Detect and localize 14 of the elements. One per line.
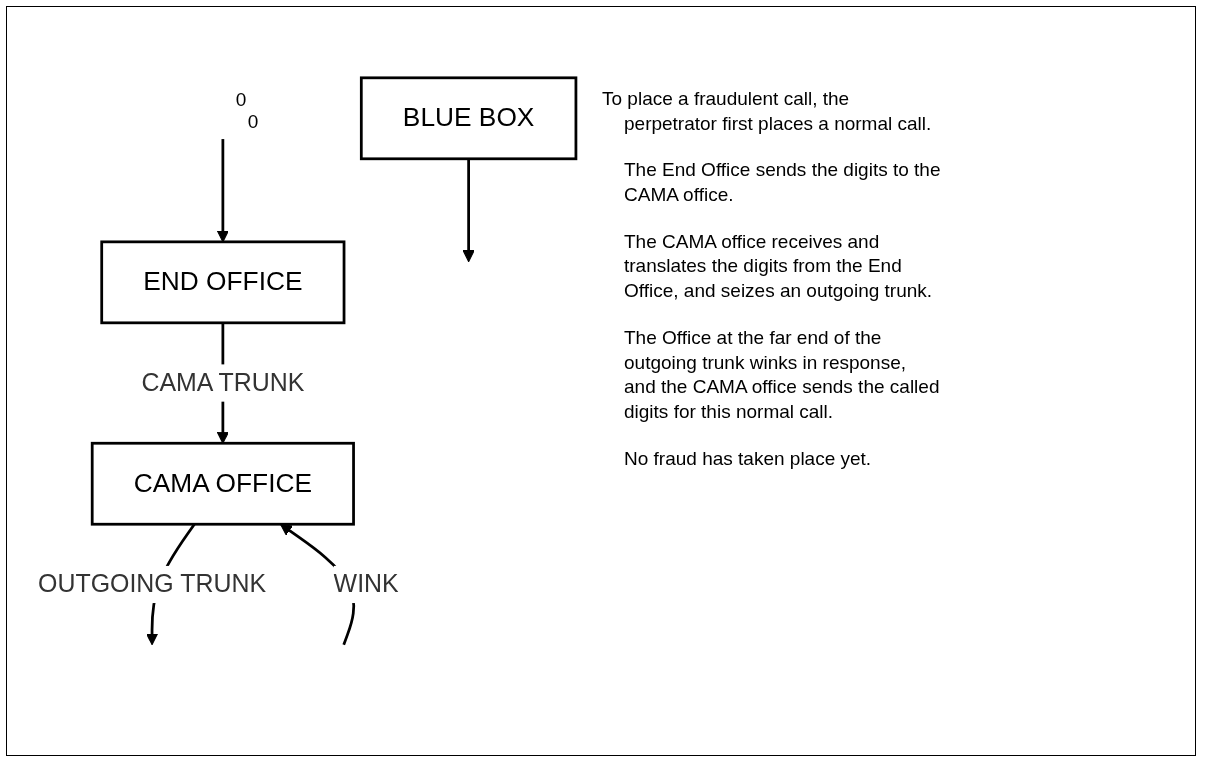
note-paragraph: The End Office sends the digits to the CAMA office. [624, 158, 942, 208]
note-paragraph: The CAMA office receives and translates the digits from the End Office, and seizes an outgoing trunk. [624, 229, 934, 304]
edge-label: OUTGOING TRUNK [38, 569, 267, 598]
arrow [462, 158, 475, 263]
digit-label: 0 [247, 110, 259, 133]
digit-label: 0 [235, 88, 247, 111]
edge-label: WINK [333, 569, 399, 598]
note-paragraph: To place a fraudulent call, the perpetrator first places a normal call. [602, 87, 933, 136]
node-box [90, 441, 355, 526]
note-paragraph: No fraud has taken place yet. [624, 446, 873, 471]
edge-label: CAMA TRUNK [141, 368, 305, 397]
node-box [359, 76, 578, 161]
node-box [100, 240, 346, 325]
note-paragraph: The Office at the far end of the outgoing trunk winks in response, and the CAMA office sends the called digits for this normal call. [624, 325, 941, 424]
